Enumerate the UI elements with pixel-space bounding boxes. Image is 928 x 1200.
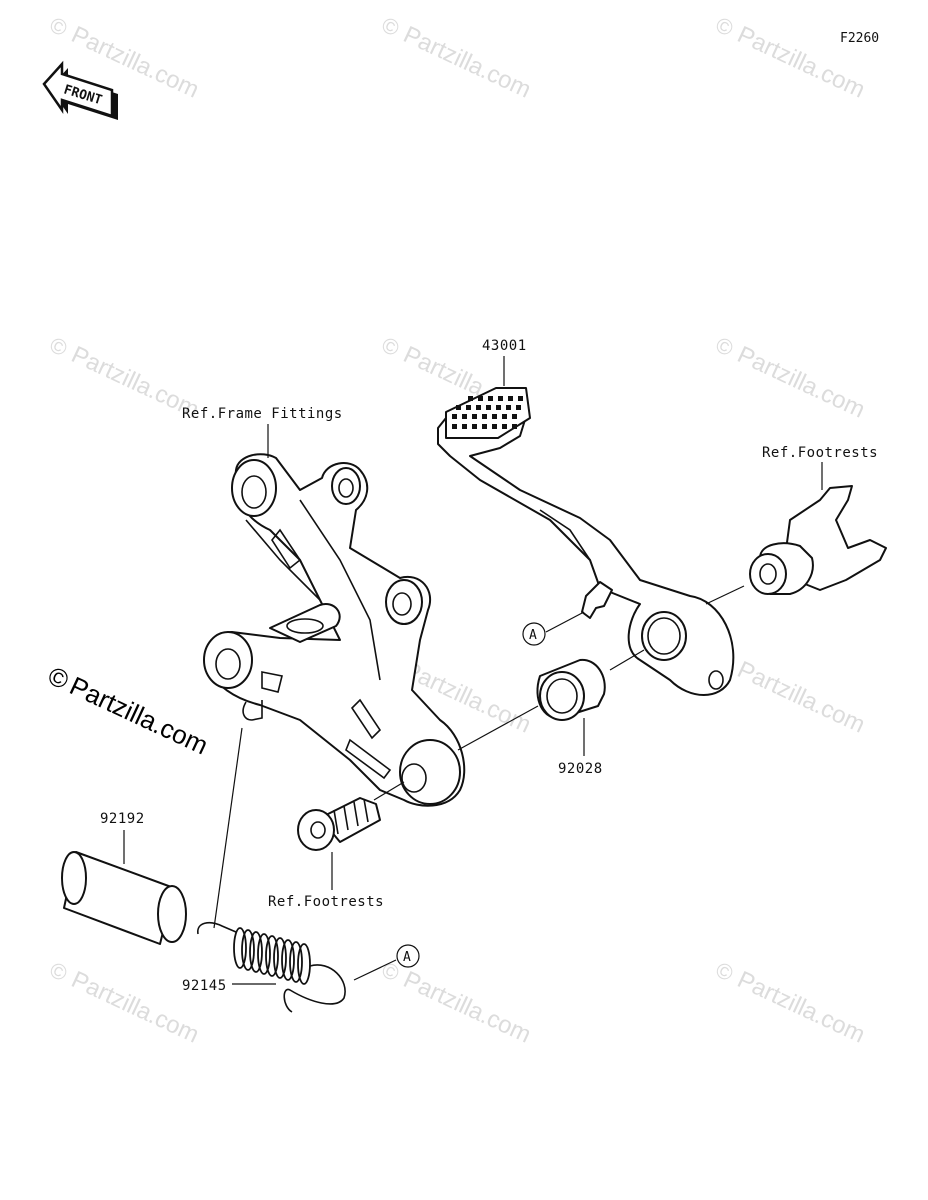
brand-name: Partzilla.com (65, 670, 213, 760)
svg-text:©: © (378, 332, 403, 362)
callout-a-upper: A (522, 622, 546, 646)
pivot-bolt (297, 797, 381, 851)
callout-a-lower: A (396, 944, 420, 968)
label-part-92028: 92028 (558, 761, 603, 777)
watermark: Partzilla.com (733, 966, 869, 1049)
label-part-43001: 43001 (482, 338, 527, 354)
footrest-bracket (203, 453, 466, 807)
front-arrow-icon: FRONT (42, 60, 118, 120)
footrest-yoke (749, 485, 887, 595)
label-ref-frame-fittings: Ref.Frame Fittings (182, 406, 343, 422)
label-ref-footrests-lower: Ref.Footrests (268, 894, 384, 910)
svg-text:©: © (378, 12, 403, 42)
svg-text:©: © (46, 332, 71, 362)
watermark: Partzilla.com (733, 656, 869, 739)
svg-text:©: © (712, 332, 737, 362)
svg-text:©: © (46, 12, 71, 42)
svg-text:©: © (712, 957, 737, 987)
watermark: Partzilla.com (733, 341, 869, 424)
callout-a-upper-letter: A (529, 628, 537, 643)
label-part-92192: 92192 (100, 811, 145, 827)
bushing-92028 (536, 658, 606, 721)
figure-code: F2260 (840, 31, 879, 46)
label-part-92145: 92145 (182, 978, 227, 994)
brand-logo: © Partzilla.com (43, 660, 212, 760)
pedal-grip (445, 387, 531, 439)
svg-text:©: © (712, 12, 737, 42)
brake-pedal (437, 387, 735, 696)
leader-lines (123, 356, 823, 985)
label-ref-footrests-upper: Ref.Footrests (762, 445, 878, 461)
callout-a-lower-letter: A (403, 950, 411, 965)
watermark: Partzilla.com (399, 966, 535, 1049)
svg-text:©: © (46, 957, 71, 987)
watermark: Partzilla.com (399, 21, 535, 104)
sleeve-92192 (61, 851, 187, 945)
spring-92145 (197, 921, 346, 1013)
